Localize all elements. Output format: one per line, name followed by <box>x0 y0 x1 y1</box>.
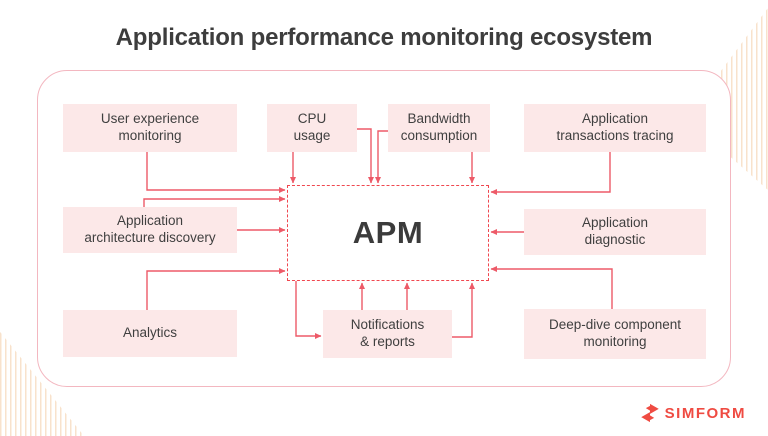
node-apm-center: APM <box>287 185 489 281</box>
page-title: Application performance monitoring ecosy… <box>115 24 653 51</box>
node-analytics: Analytics <box>63 310 237 357</box>
simform-logo-icon <box>640 403 659 423</box>
node-bandwidth-consumption: Bandwidth consumption <box>388 104 490 152</box>
node-notifications-reports: Notifications & reports <box>323 310 452 358</box>
node-user-experience-monitoring: User experience monitoring <box>63 104 237 152</box>
node-application-transactions-tracing: Application transactions tracing <box>524 104 706 152</box>
node-application-diagnostic: Application diagnostic <box>524 209 706 255</box>
simform-logo-text: SIMFORM <box>664 404 746 422</box>
node-deep-dive-component-monitoring: Deep-dive component monitoring <box>524 309 706 359</box>
node-application-architecture-discovery: Application architecture discovery <box>63 207 237 253</box>
node-cpu-usage: CPU usage <box>267 104 357 152</box>
simform-logo: SIMFORM <box>640 403 746 423</box>
